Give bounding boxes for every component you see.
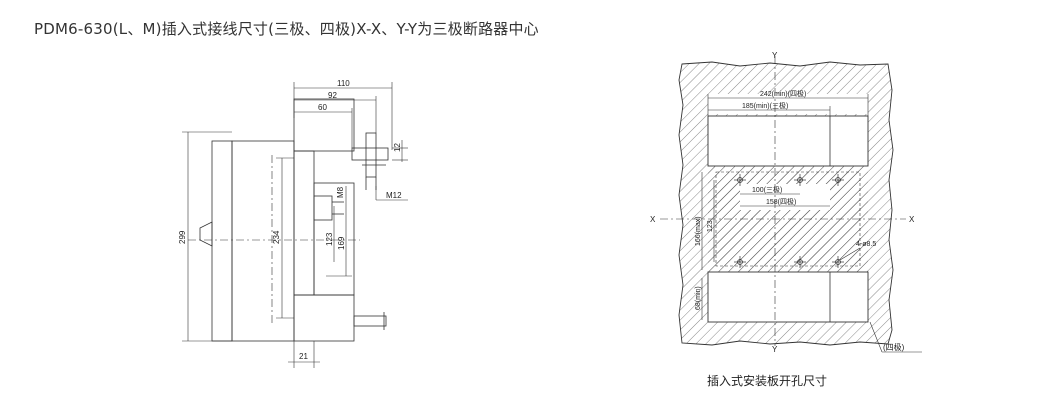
dim-m8-label: M8 [336, 186, 345, 198]
dim-68-label: 68(min) [695, 286, 702, 310]
m8-stud [313, 195, 333, 221]
dim-242-label: 242(min)(四极) [760, 89, 806, 98]
dim-166-label: 166(max) [695, 216, 702, 246]
upper-terminal-plate [351, 147, 389, 161]
dim-234-label: 234 [272, 230, 281, 244]
axis-x-right-label: X [909, 215, 915, 224]
dim-21-label: 21 [299, 352, 308, 361]
dim-m12-label: M12 [386, 191, 402, 200]
dim-169-label: 169 [337, 236, 346, 250]
dim-158-label: 158(四极) [766, 197, 796, 206]
upper-base [293, 98, 355, 152]
hole-spec-label: 4-ø8.5 [856, 241, 876, 248]
side-view-drawing [182, 82, 408, 368]
dim-100-label: 100(三极) [752, 185, 782, 194]
dim-12-label: 12 [393, 143, 402, 152]
upper-terminal-bolt [365, 132, 377, 178]
axis-y-bottom-label: Y [772, 345, 778, 354]
rear-base [293, 150, 315, 296]
panel-cutout-drawing [660, 56, 922, 353]
dim-299-label: 299 [178, 230, 187, 244]
breaker-body [231, 140, 295, 342]
mounting-holes [734, 174, 844, 268]
lower-base [293, 294, 355, 342]
four-pole-tag: (四极) [883, 342, 905, 352]
axis-x-left-label: X [650, 215, 656, 224]
dim-123-label: 123 [325, 232, 334, 246]
dim-123-vertical-label: 123 [707, 220, 714, 232]
cutout-caption: 插入式安装板开孔尺寸 [707, 374, 828, 388]
axis-y-top-label: Y [772, 51, 778, 60]
dim-110-label: 110 [337, 79, 350, 88]
dim-92-label: 92 [328, 91, 337, 100]
dim-185-label: 185(min)(三极) [742, 101, 788, 110]
page-title: PDM6-630(L、M)插入式接线尺寸(三极、四极)X-X、Y-Y为三极断路器… [34, 20, 539, 38]
operating-handle [199, 221, 213, 247]
front-cover [211, 140, 233, 342]
lower-cutout [707, 271, 869, 323]
upper-cutout [707, 115, 869, 167]
dim-60-label: 60 [318, 103, 327, 112]
lower-terminal-rod [353, 315, 387, 327]
